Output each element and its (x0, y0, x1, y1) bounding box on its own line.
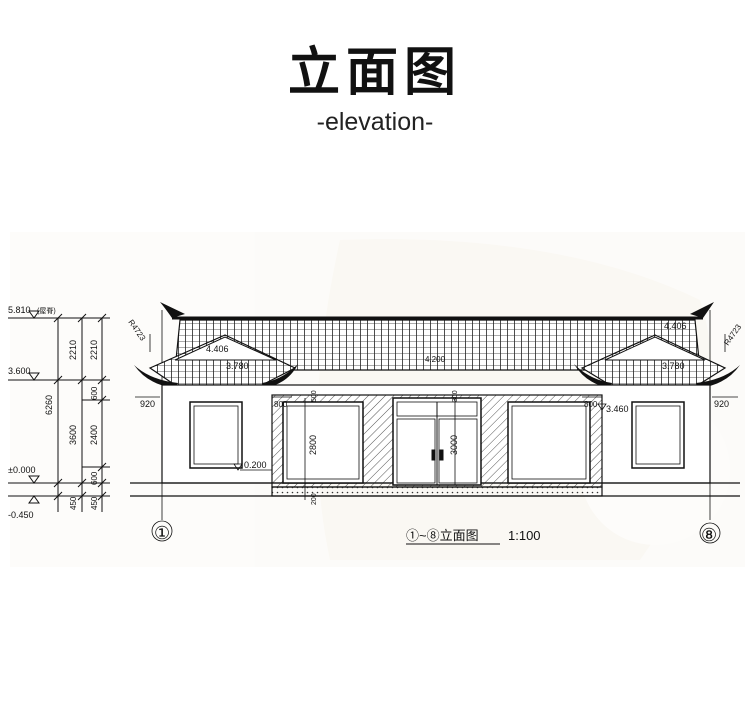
window-right-inner (507, 401, 591, 484)
level-ridge-note: (屋脊) (37, 306, 56, 315)
dim-inner-2: 600 (90, 386, 99, 400)
caption-scale: 1:100 (508, 528, 541, 543)
tag-door-top: 300 (452, 390, 459, 402)
window-left-inner (282, 401, 364, 484)
drawing-caption: ①~⑧立面图 1:100 (406, 528, 541, 545)
tag-offset-left: 920 (140, 399, 155, 409)
level-dimension-column (8, 310, 110, 512)
tag-side-level: 3.460 (606, 404, 629, 414)
tag-win-width-left: 800 (274, 400, 288, 409)
level-ground-label: ±0.000 (8, 465, 35, 475)
entrance-door (392, 397, 482, 486)
tag-gable-right: 4.406 (664, 321, 687, 331)
tag-door-height: 3000 (449, 435, 459, 455)
left-side-roof (134, 334, 298, 388)
tag-gable-low: 3.780 (226, 361, 249, 371)
tag-window-height: 2800 (308, 435, 318, 455)
dim-total: 6260 (44, 395, 54, 415)
tag-win-width-right: 800 (584, 400, 598, 409)
tag-window-top: 500 (311, 390, 318, 402)
dim-inner-5: 450 (90, 496, 99, 510)
tag-gable-high: 4.406 (206, 344, 229, 354)
elevation-dimension-marks (135, 334, 738, 500)
tag-base: 200 (311, 493, 318, 505)
tag-mid: 4.200 (425, 355, 446, 364)
dim-outer-top: 2210 (68, 340, 78, 360)
window-left-outer (189, 401, 243, 469)
level-outdoor-label: -0.450 (8, 510, 34, 520)
page-subtitle: -elevation- (316, 108, 434, 136)
dim-outer-bottom: 450 (69, 496, 78, 510)
caption-title: ①~⑧立面图 (406, 528, 479, 543)
page-title: 立面图 (287, 43, 462, 103)
window-right-outer (631, 401, 685, 469)
tag-right-low: 3.780 (662, 361, 685, 371)
dim-inner-1: 2210 (89, 340, 99, 360)
tag-sill: 0.200 (244, 460, 267, 470)
main-roof (160, 302, 714, 371)
level-eave-label: 3.600 (8, 366, 31, 376)
axis-label-left: ① (154, 523, 170, 543)
dim-outer-mid: 3600 (68, 425, 78, 445)
axis-label-right: ⑧ (701, 525, 717, 545)
tag-offset-right: 920 (714, 399, 729, 409)
dim-inner-3: 2400 (89, 425, 99, 445)
level-ridge-label: 5.810 (8, 305, 31, 315)
right-side-roof (574, 334, 740, 388)
dim-inner-4: 600 (90, 471, 99, 485)
